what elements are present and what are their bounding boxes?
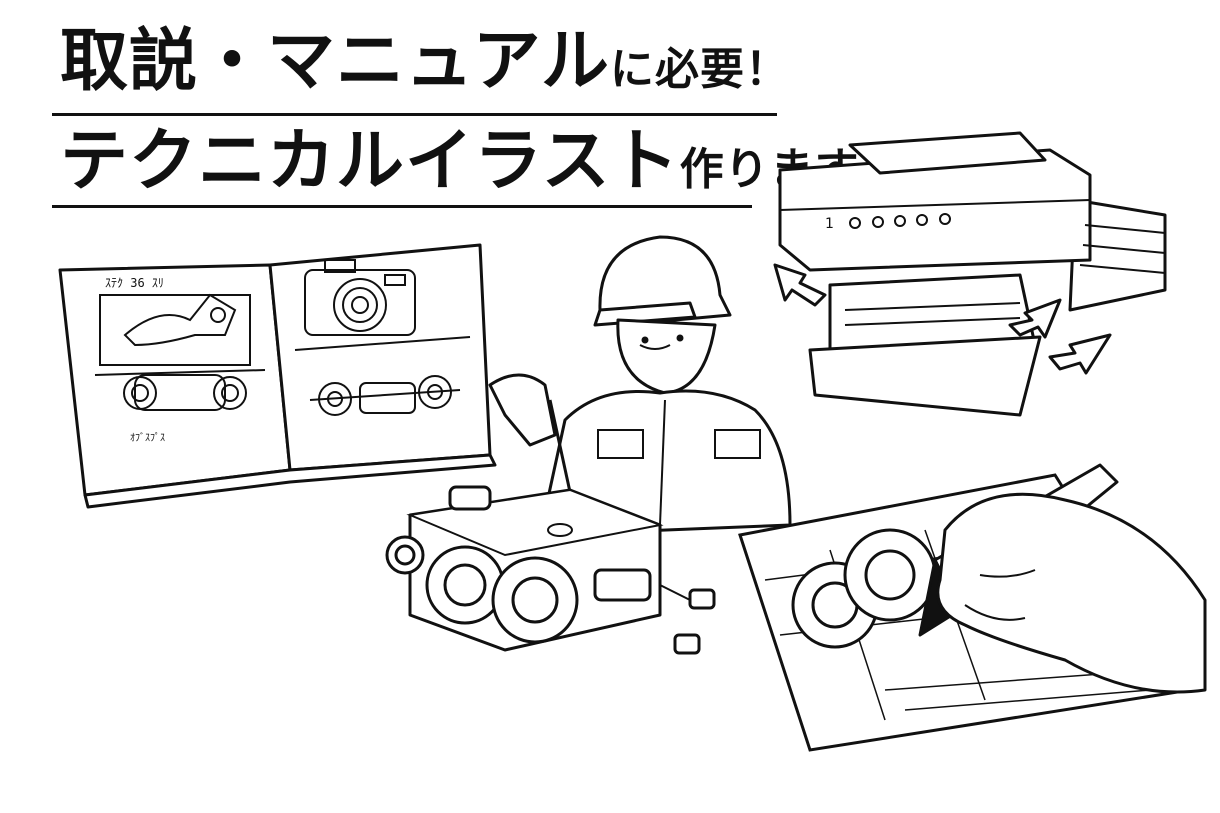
manual-figure-frame-upper-left xyxy=(100,295,250,365)
technician-face xyxy=(618,320,715,393)
headline-line-2-main: テクニカルイラスト xyxy=(60,122,680,201)
printer-panel-label: 1 xyxy=(825,216,834,232)
technician-assembling-gearbox-illustration xyxy=(370,225,830,675)
headline-divider-top xyxy=(52,113,777,116)
printer-scanner-illustration: 1 xyxy=(770,115,1180,435)
loose-nut-icon-bottom xyxy=(675,635,699,653)
gearbox-assembly xyxy=(387,487,714,653)
headline-line-1-tail: に必要！ xyxy=(609,44,790,95)
manual-left-page xyxy=(60,265,290,495)
printer-body xyxy=(780,150,1090,270)
headline-line-1-main: 取説・マニュアル xyxy=(60,22,610,101)
hand-drawing-gears-illustration xyxy=(735,460,1205,760)
arrow-right-upper-icon xyxy=(1010,300,1060,337)
technician-left-hand xyxy=(490,375,555,445)
headline-divider-bottom xyxy=(52,205,752,208)
drawing-hand xyxy=(938,494,1205,692)
manual-left-page-caption: ｽﾃｸ 36 ｽﾘ xyxy=(105,276,164,290)
manual-camera-icon xyxy=(305,260,415,335)
arrow-right-lower-icon xyxy=(1050,335,1110,373)
arrow-left-icon xyxy=(775,265,825,305)
headline-line-1: 取説・マニュアルに必要！ xyxy=(60,28,790,96)
shaft-coupling-icon xyxy=(595,570,650,600)
manual-bracket-part-icon xyxy=(125,295,235,345)
manual-page-edges xyxy=(85,455,495,507)
manual-left-page-footnote: ｵﾌﾞｽﾌﾟｽ xyxy=(130,432,165,444)
output-tray xyxy=(810,337,1040,415)
open-manual-illustration: ｽﾃｸ 36 ｽﾘ ｵﾌﾞｽﾌﾟｽ xyxy=(40,225,510,510)
manual-pipe-part-icon xyxy=(124,375,246,410)
technician-cap xyxy=(600,237,730,325)
technician-shirt xyxy=(540,391,790,535)
document-feeder-tray xyxy=(850,133,1045,173)
manual-shaft-part-icon xyxy=(310,376,460,415)
paper-stack xyxy=(1070,200,1165,310)
loose-nut-icon-right xyxy=(690,590,714,608)
